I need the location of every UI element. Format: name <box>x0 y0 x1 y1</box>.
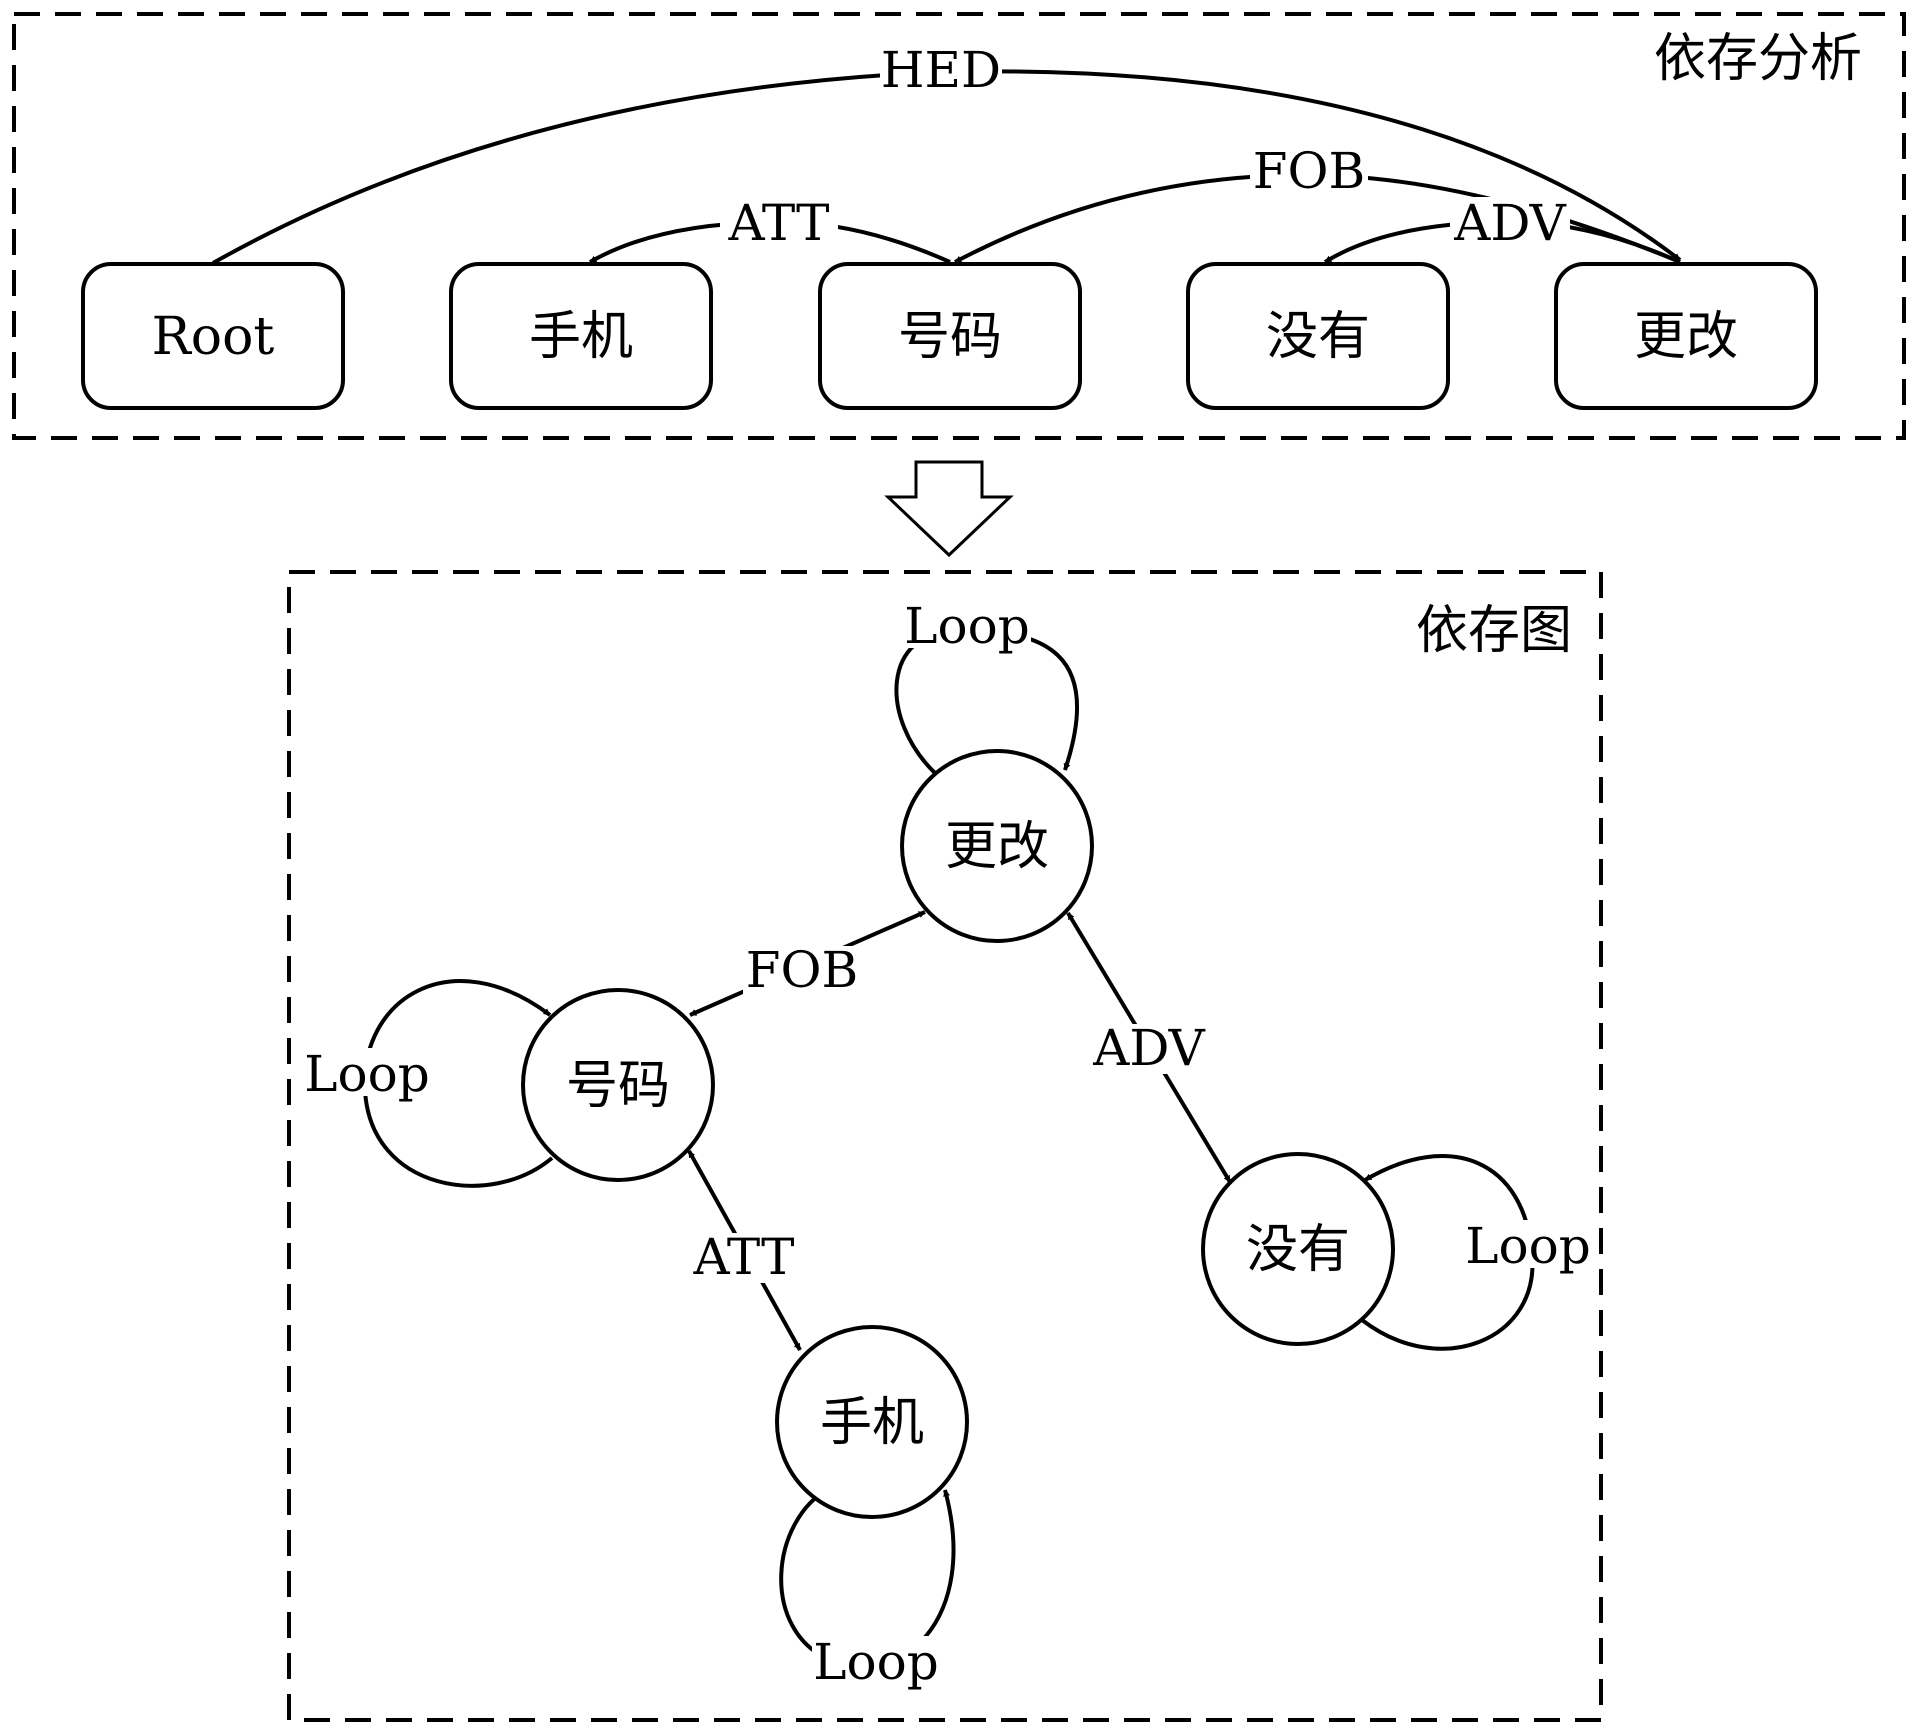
loop-meiyou-label-bg <box>1464 1220 1592 1268</box>
graph-node-genggai-circle <box>900 749 1094 943</box>
graph-node-meiyou-circle <box>1201 1152 1395 1346</box>
edge-att-label: ATT <box>692 1228 794 1286</box>
token-root-label: Root <box>152 307 275 367</box>
edge-adv-label-bg <box>1088 1024 1210 1074</box>
loop-genggai-label-bg <box>903 600 1031 648</box>
token-root: Root <box>81 262 345 410</box>
token-meiyou-box <box>1186 262 1450 410</box>
edge-att-label-bg <box>685 1233 803 1283</box>
graph-node-meiyou-label: 没有 <box>1246 1220 1350 1280</box>
loop-meiyou-label: Loop <box>1465 1217 1590 1275</box>
arc-fob-label-bg <box>1250 144 1368 196</box>
token-shouji: 手机 <box>449 262 713 410</box>
token-genggai: 更改 <box>1554 262 1818 410</box>
edge-fob-label: FOB <box>746 941 858 999</box>
dependency-graph-panel: 依存图 更改 号码 没有 手机 FOB ADV <box>287 570 1603 1722</box>
loop-haoma-label: Loop <box>304 1045 429 1103</box>
graph-panel-title: 依存图 <box>1416 601 1572 661</box>
graph-node-shouji: 手机 <box>775 1325 969 1519</box>
graph-node-shouji-label: 手机 <box>820 1393 924 1453</box>
graph-node-haoma-circle <box>521 988 715 1182</box>
parse-panel-title: 依存分析 <box>1654 29 1862 89</box>
graph-node-shouji-circle <box>775 1325 969 1519</box>
token-shouji-box <box>449 262 713 410</box>
token-genggai-box <box>1554 262 1818 410</box>
graph-node-meiyou: 没有 <box>1201 1152 1395 1346</box>
token-haoma: 号码 <box>818 262 1082 410</box>
graph-node-genggai: 更改 <box>900 749 1094 943</box>
graph-panel-frame <box>287 570 1603 1722</box>
graph-node-genggai-label: 更改 <box>945 817 1049 877</box>
arc-adv-label: ADV <box>1453 194 1566 252</box>
edge-adv-label: ADV <box>1092 1019 1205 1077</box>
token-meiyou-label: 没有 <box>1266 307 1370 367</box>
arc-adv-label-bg <box>1450 197 1570 249</box>
arc-att-label: ATT <box>727 194 829 252</box>
parse-panel-frame <box>12 12 1906 440</box>
dependency-parse-panel: 依存分析 HED FOB ATT ADV Root 手机 号码 没有 <box>12 12 1906 440</box>
token-genggai-label: 更改 <box>1634 307 1738 367</box>
arc-hed-label: HED <box>881 41 1001 99</box>
graph-node-haoma-label: 号码 <box>566 1056 670 1116</box>
loop-genggai-label: Loop <box>904 597 1029 655</box>
token-shouji-label: 手机 <box>529 307 633 367</box>
token-meiyou: 没有 <box>1186 262 1450 410</box>
transition-down-arrow-icon <box>884 460 1014 558</box>
arc-fob-label: FOB <box>1253 142 1365 200</box>
loop-shouji-label-bg <box>812 1636 940 1684</box>
token-root-box <box>81 262 345 410</box>
loop-shouji-label: Loop <box>813 1633 938 1691</box>
loop-haoma-label-bg <box>303 1048 431 1096</box>
token-haoma-label: 号码 <box>898 307 1002 367</box>
edge-fob-label-bg <box>743 946 861 996</box>
graph-node-haoma: 号码 <box>521 988 715 1182</box>
token-haoma-box <box>818 262 1082 410</box>
arc-att-label-bg <box>720 197 838 249</box>
arc-hed-label-bg <box>880 44 1002 96</box>
